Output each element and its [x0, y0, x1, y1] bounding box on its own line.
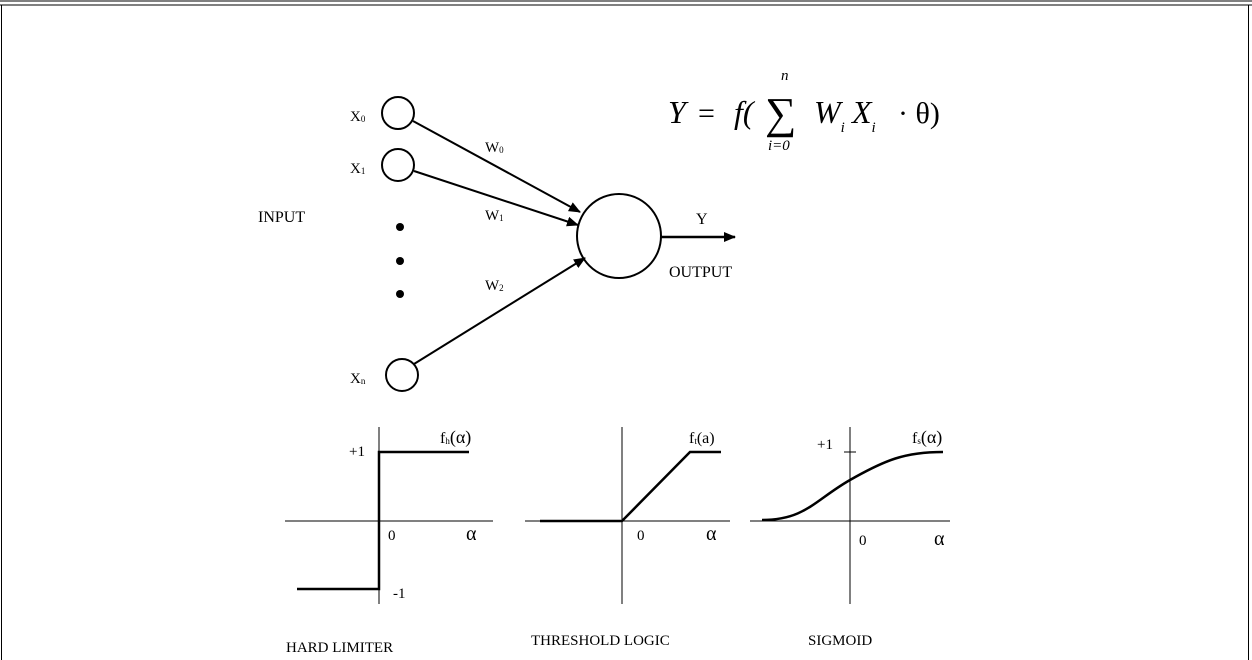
ellipsis-dot	[396, 290, 404, 298]
formula-tail: · θ)	[898, 97, 940, 130]
formula-func: f(	[734, 94, 756, 130]
plus-one-label: +1	[349, 444, 365, 460]
input-node-x1	[381, 148, 415, 182]
ellipsis-dot	[396, 223, 404, 231]
alpha-label: α	[934, 528, 945, 550]
plot-caption: HARD LIMITER	[286, 640, 393, 656]
weight-label-w1: W1	[485, 208, 504, 224]
input-group-label: INPUT	[258, 209, 305, 226]
neuron-body	[576, 193, 662, 279]
ellipsis-dot	[396, 257, 404, 265]
input-label-x1: X1	[350, 161, 365, 177]
plot-caption: THRESHOLD LOGIC	[531, 633, 670, 649]
connection-xn	[413, 257, 586, 365]
input-node-x0	[381, 96, 415, 130]
connection-x0	[412, 120, 581, 213]
formula-lhs: Y	[668, 94, 689, 130]
input-label-x0: X0	[350, 109, 366, 125]
alpha-label: α	[706, 523, 717, 545]
function-label: fs(α)	[912, 427, 942, 448]
function-label: ft(a)	[689, 430, 715, 447]
formula-lower-limit: i=0	[768, 138, 790, 154]
zero-label: 0	[388, 528, 396, 544]
zero-label: 0	[637, 528, 645, 544]
weight-label-w0: W0	[485, 140, 504, 156]
input-node-xn	[385, 358, 419, 392]
function-label: fh(α)	[440, 427, 471, 448]
formula-equals: =	[698, 97, 715, 130]
minus-one-label: -1	[393, 586, 406, 602]
plot-caption: SIGMOID	[808, 633, 872, 649]
output-label: OUTPUT	[669, 264, 732, 281]
zero-label: 0	[859, 533, 867, 549]
plot-hard-limiter: +1 -1 0 α fh(α) HARD LIMITER	[285, 427, 493, 656]
formula-weight: Wi	[814, 94, 845, 136]
formula-upper-limit: n	[781, 68, 789, 84]
hard-limiter-curve	[297, 450, 469, 591]
output-symbol: Y	[696, 211, 708, 228]
formula-sigma: ∑	[765, 89, 796, 138]
plot-threshold-logic: 0 α ft(a) THRESHOLD LOGIC	[525, 427, 730, 649]
alpha-label: α	[466, 523, 477, 545]
plus-one-label: +1	[817, 437, 833, 453]
input-label-xn: Xn	[350, 371, 366, 387]
threshold-logic-curve	[540, 450, 721, 523]
connection-x1	[413, 170, 579, 227]
sigmoid-curve	[761, 450, 944, 522]
weight-label-w2: W2	[485, 278, 504, 294]
plot-sigmoid: +1 0 α fs(α) SIGMOID	[750, 427, 950, 649]
neuron-model: X0 X1 Xn INPUT W0 W1 W2 Y OUTPUT	[258, 96, 736, 392]
activation-formula: Y = f( ∑ n i=0 Wi Xi · θ)	[668, 68, 940, 154]
formula-input: Xi	[850, 94, 876, 136]
